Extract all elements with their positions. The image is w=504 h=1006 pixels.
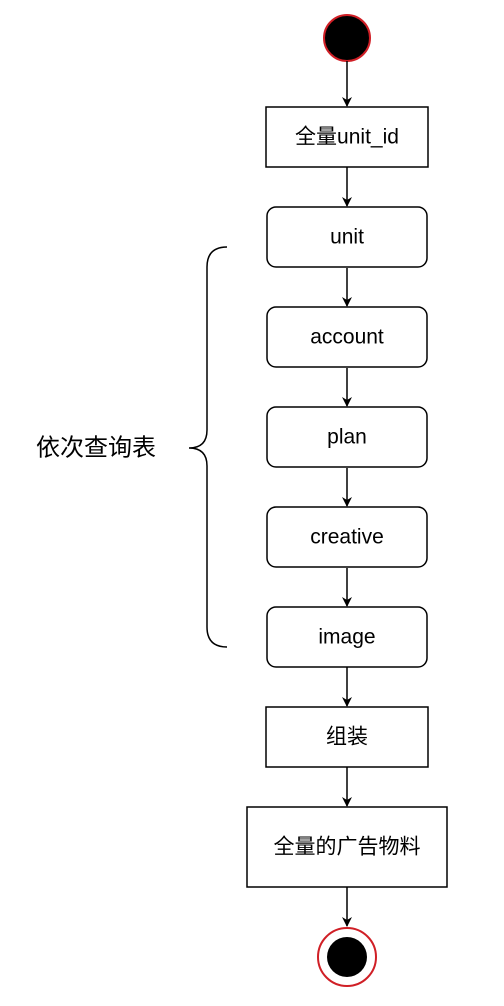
end-node (317, 927, 377, 987)
node-plan-label: plan (327, 426, 367, 449)
node-creative-label: creative (310, 526, 384, 549)
node-plan: plan (266, 406, 428, 468)
node-image-label: image (318, 626, 375, 649)
node-account: account (266, 306, 428, 368)
grouping-brace (188, 246, 228, 648)
node-creative: creative (266, 506, 428, 568)
node-full-ad-material: 全量的广告物料 (246, 806, 448, 888)
node-unit-label: unit (330, 226, 364, 249)
start-node (323, 14, 371, 62)
node-full-unit-id-label: 全量unit_id (295, 126, 399, 149)
node-unit: unit (266, 206, 428, 268)
brace-label: 依次查询表 (36, 435, 156, 462)
node-assemble-label: 组装 (326, 726, 368, 749)
node-full-ad-material-label: 全量的广告物料 (274, 836, 421, 859)
node-full-unit-id: 全量unit_id (265, 106, 429, 168)
node-account-label: account (310, 326, 384, 349)
node-assemble: 组装 (265, 706, 429, 768)
node-image: image (266, 606, 428, 668)
